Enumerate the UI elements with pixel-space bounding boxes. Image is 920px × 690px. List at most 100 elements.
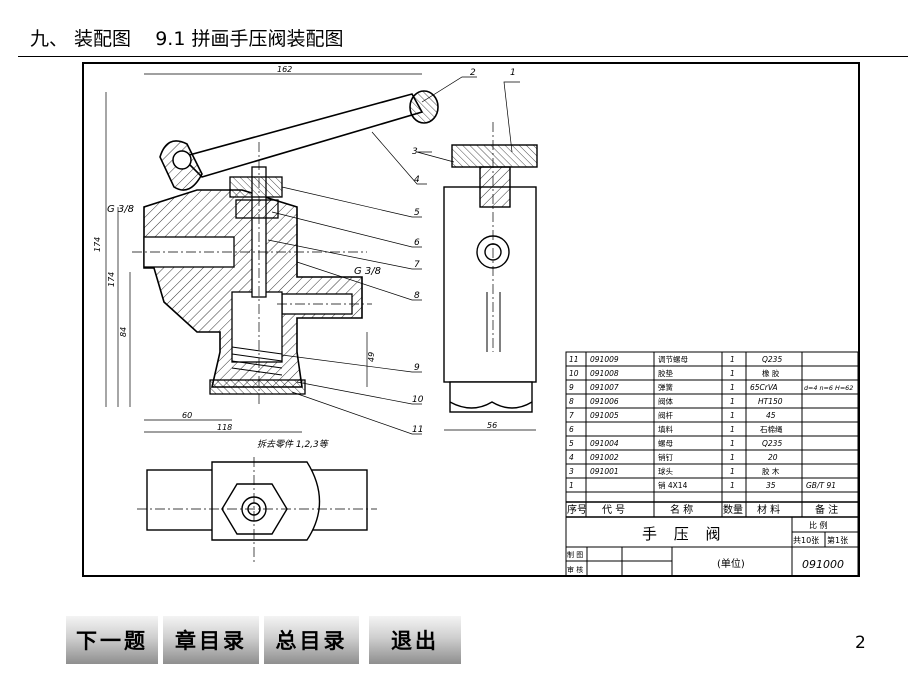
- front-dimensions: [105, 73, 422, 433]
- balloon-6: 6: [414, 238, 420, 248]
- sheet-index: 第1张: [827, 535, 848, 545]
- part-cell: 091008: [590, 369, 619, 378]
- part-cell: 091009: [590, 355, 619, 364]
- part-cell: d=4 n=6 H=62: [804, 384, 853, 392]
- part-cell: 调节螺母: [658, 354, 688, 364]
- part-cell: 1: [730, 397, 735, 406]
- part-cell: 胶 木: [762, 466, 780, 476]
- next-question-button[interactable]: 下一题: [66, 616, 158, 664]
- gland-nut: [229, 176, 283, 198]
- part-cell: 45: [766, 411, 776, 420]
- dim-height-b: 174: [107, 272, 116, 287]
- pivot-pin: [172, 150, 192, 170]
- header-cell: 备 注: [815, 503, 838, 516]
- front-view: [132, 90, 439, 407]
- part-cell: GB/T 91: [806, 481, 836, 490]
- part-cell: 091002: [590, 453, 619, 462]
- dim-right-49: 49: [367, 352, 376, 362]
- part-cell: 销 4X14: [658, 480, 688, 490]
- part-cell: 1: [730, 467, 735, 476]
- part-cell: 091001: [590, 467, 619, 476]
- part-cell: 1: [730, 439, 735, 448]
- part-cell: 1: [730, 481, 735, 490]
- side-body: [443, 186, 537, 383]
- unit-label: (单位): [717, 557, 745, 570]
- header-cell: 序号: [567, 503, 587, 516]
- balloon-3: 3: [412, 147, 418, 157]
- part-cell: 5: [569, 439, 574, 448]
- part-cell: HT150: [758, 397, 783, 406]
- note-removed-parts: 拆去零件 1,2,3等: [257, 439, 330, 450]
- part-cell: 销钉: [658, 452, 673, 462]
- parts-header: 序号 代 号 名 称 数量 材 料 备 注: [567, 503, 838, 516]
- dim-width-60: 60: [182, 411, 192, 420]
- part-cell: 091005: [590, 411, 619, 420]
- balloon-10: 10: [412, 395, 424, 405]
- part-cell: 填料: [658, 424, 673, 434]
- dim-right-56: 56: [487, 421, 497, 430]
- part-cell: 11: [569, 355, 579, 364]
- side-top-pin: [451, 144, 538, 168]
- dim-height-a: 174: [93, 237, 102, 252]
- handle-lever: [180, 93, 424, 178]
- balloon-9: 9: [414, 363, 420, 373]
- balloon-5: 5: [414, 208, 420, 218]
- part-cell: Q235: [762, 439, 782, 448]
- header-cell: 数量: [723, 503, 743, 516]
- title-block: [565, 516, 859, 577]
- balloon-1: 1: [510, 68, 516, 78]
- part-cell: 胶垫: [658, 368, 673, 378]
- header-cell: 代 号: [602, 504, 625, 516]
- part-cell: 65CrVA: [750, 383, 778, 392]
- part-cell: 橡 胶: [762, 368, 780, 378]
- part-cell: 阀杆: [658, 410, 673, 420]
- part-cell: 091007: [590, 383, 619, 392]
- balloon-8: 8: [414, 291, 420, 301]
- part-cell: 弹簧: [658, 382, 673, 392]
- assembly-drawing: 162 174 174 84 60 118 49 G 3/8 G 3/8 拆去零…: [82, 62, 860, 577]
- page-title: 九、 装配图 9.1 拼画手压阀装配图: [30, 28, 344, 50]
- part-cell: 1: [730, 425, 735, 434]
- balloon-4: 4: [414, 175, 420, 185]
- balloon-2: 2: [470, 68, 476, 78]
- ball-knob: [409, 90, 439, 124]
- thread-label-left: G 3/8: [107, 204, 134, 215]
- bottom-cap: [209, 379, 306, 395]
- side-stem-head: [479, 166, 511, 208]
- part-cell: 石棉绳: [760, 424, 783, 434]
- parts-rows: 11 091009 调节螺母 1 Q235 10 091008 胶垫 1 橡 胶…: [569, 354, 853, 490]
- part-cell: 1: [730, 383, 735, 392]
- valve-chamber: [231, 291, 283, 363]
- part-cell: 1: [730, 411, 735, 420]
- part-cell: 6: [569, 425, 574, 434]
- part-cell: 9: [569, 383, 574, 392]
- exit-button[interactable]: 退出: [369, 616, 461, 664]
- main-contents-button[interactable]: 总目录: [264, 616, 359, 664]
- dim-width-118: 118: [217, 423, 232, 432]
- title-divider: [18, 56, 908, 57]
- part-cell: 阀体: [658, 396, 673, 406]
- part-cell: 1: [730, 355, 735, 364]
- drawing-border: [82, 62, 860, 577]
- balloon-7: 7: [414, 260, 420, 270]
- header-cell: 材 料: [757, 503, 780, 516]
- checked-by-label: 审 核: [567, 565, 583, 574]
- part-cell: 1: [730, 453, 735, 462]
- top-view: [137, 457, 377, 562]
- part-cell: 35: [766, 481, 776, 490]
- drawn-by-label: 制 图: [567, 550, 583, 559]
- scale-label: 比 例: [809, 520, 828, 530]
- part-cell: 10: [569, 369, 579, 378]
- chapter-contents-button[interactable]: 章目录: [163, 616, 259, 664]
- part-cell: 091006: [590, 397, 619, 406]
- sheet-count: 共10张: [793, 536, 819, 545]
- part-cell: 4: [569, 453, 574, 462]
- page-number: 2: [855, 633, 866, 653]
- drawing-number: 091000: [802, 558, 844, 571]
- balloons: [267, 76, 520, 435]
- part-cell: 091004: [590, 439, 619, 448]
- thread-label-right: G 3/8: [354, 266, 381, 277]
- spring: [231, 346, 283, 376]
- packing: [235, 199, 279, 219]
- side-view: [443, 122, 538, 431]
